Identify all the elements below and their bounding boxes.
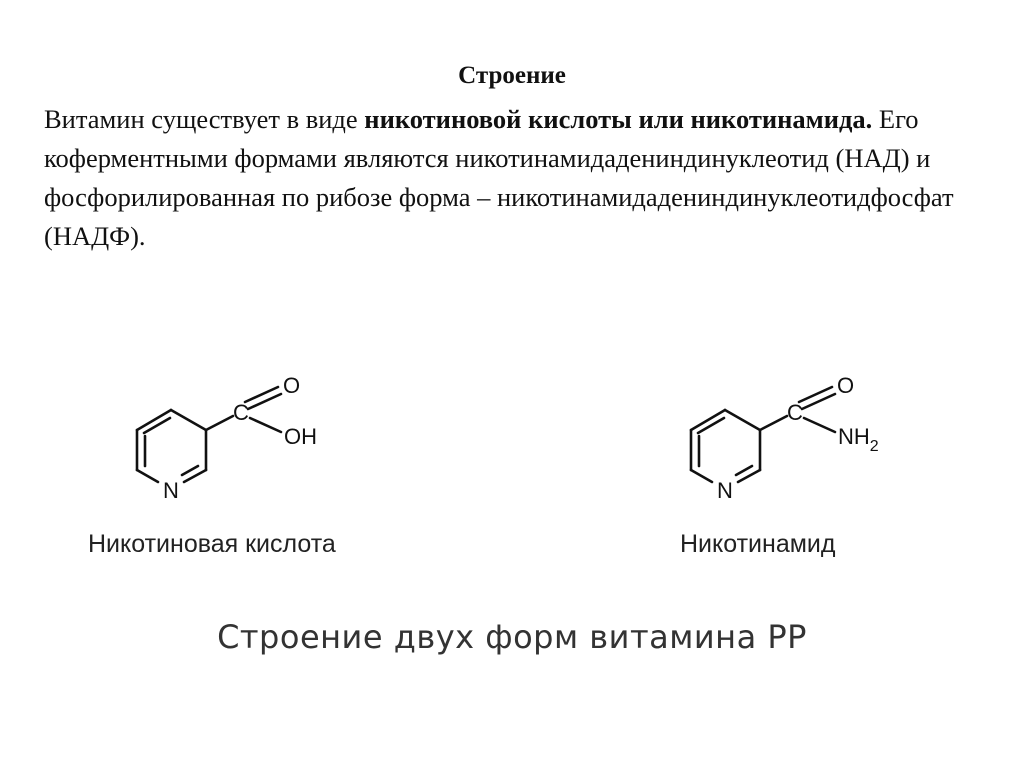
paragraph-text-end: Его коферментными формами являются никот… xyxy=(44,104,954,251)
nicotinic-acid-caption: Никотиновая кислота xyxy=(88,530,336,558)
paragraph-bold-text: никотиновой кислоты или никотинамида. xyxy=(364,104,873,134)
hydroxyl-group-label: OH xyxy=(284,424,317,449)
nicotinamide-caption: Никотинамид xyxy=(680,530,836,558)
nicotinic-acid-structure: O C OH N xyxy=(135,373,317,503)
amino-group-nh: NH xyxy=(838,424,870,449)
nicotinamide-structure: O C NH2 N xyxy=(689,373,879,503)
amino-group-subscript: 2 xyxy=(870,438,879,455)
amino-group-label: NH2 xyxy=(838,424,879,455)
carbon-atom-label: C xyxy=(233,400,249,425)
nitrogen-atom-label: N xyxy=(163,478,179,503)
oxygen-atom-label: O xyxy=(283,373,300,398)
oxygen-atom-label: O xyxy=(837,373,854,398)
carbon-atom-label: C xyxy=(787,400,803,425)
nitrogen-atom-label: N xyxy=(717,478,733,503)
page-title: Строение xyxy=(458,62,566,89)
body-paragraph: Витамин существует в виде никотиновой ки… xyxy=(44,100,984,256)
paragraph-text-start: Витамин существует в виде xyxy=(44,104,365,134)
figure-caption: Строение двух форм витамина РР xyxy=(217,618,807,656)
